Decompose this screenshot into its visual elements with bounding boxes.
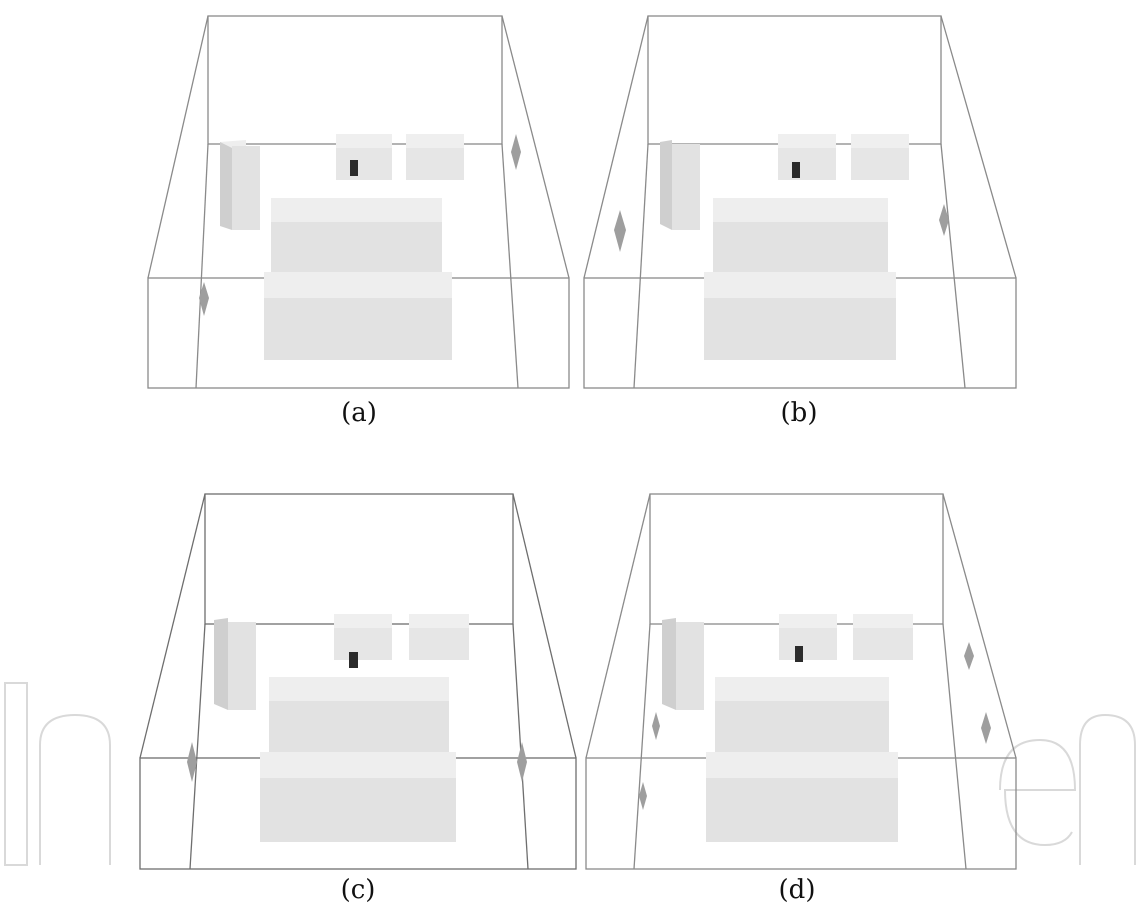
panel-c: (c) — [139, 493, 577, 905]
panel-b: (b) — [583, 15, 1017, 428]
panel-a: (a) — [147, 15, 570, 428]
caption-b: (b) — [781, 398, 818, 428]
caption-d: (d) — [779, 875, 816, 905]
caption-c: (c) — [341, 875, 376, 905]
panel-d: (d) — [585, 493, 1017, 905]
watermark-logo — [4, 682, 1136, 866]
caption-a: (a) — [341, 398, 377, 428]
